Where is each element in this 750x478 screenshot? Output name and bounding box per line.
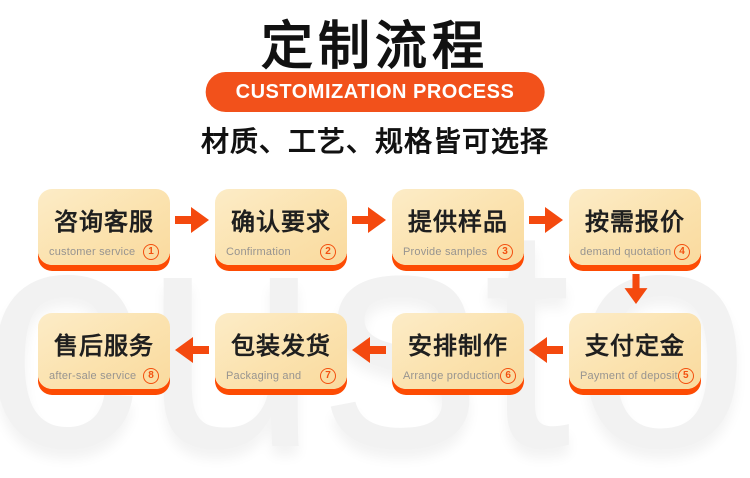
step-number-badge: 4 bbox=[674, 244, 690, 260]
step-subtitle: Arrange production bbox=[403, 370, 501, 382]
step-box-4: 按需报价 demand quotation 4 bbox=[569, 189, 701, 265]
step-subtitle: Packaging and bbox=[226, 370, 302, 382]
step-title: 确认要求 bbox=[231, 209, 331, 236]
step-number-badge: 7 bbox=[320, 368, 336, 384]
step-box-2: 确认要求 Confirmation 2 bbox=[215, 189, 347, 265]
step-number-badge: 6 bbox=[500, 368, 517, 384]
step-title: 支付定金 bbox=[585, 333, 685, 360]
arrow-right-icon bbox=[175, 207, 209, 233]
arrow-left-icon bbox=[352, 337, 386, 363]
step-box-6: 安排制作 Arrange production 6 bbox=[392, 313, 524, 389]
step-subtitle: Provide samples bbox=[403, 246, 488, 258]
title-badge: CUSTOMIZATION PROCESS bbox=[205, 72, 545, 112]
page-subtitle: 材质、工艺、规格皆可选择 bbox=[200, 126, 549, 157]
arrow-right-icon bbox=[352, 207, 386, 233]
step-title: 包装发货 bbox=[231, 333, 331, 360]
step-title: 售后服务 bbox=[54, 333, 154, 360]
step-box-7: 包装发货 Packaging and 7 bbox=[215, 313, 347, 389]
step-box-8: 售后服务 after-sale service 8 bbox=[38, 313, 170, 389]
step-number-badge: 1 bbox=[143, 244, 159, 260]
step-title: 提供样品 bbox=[408, 209, 508, 236]
step-box-5: 支付定金 Payment of deposit 5 bbox=[569, 313, 701, 389]
step-subtitle: Payment of deposit bbox=[580, 370, 678, 382]
step-subtitle: after-sale service bbox=[49, 370, 137, 382]
step-number-badge: 5 bbox=[677, 368, 694, 384]
step-subtitle: Confirmation bbox=[226, 246, 291, 258]
arrow-left-icon bbox=[529, 337, 563, 363]
arrow-left-icon bbox=[175, 337, 209, 363]
arrow-down-icon bbox=[623, 274, 649, 304]
page-title: 定制流程 bbox=[260, 18, 489, 76]
step-subtitle: demand quotation bbox=[580, 246, 672, 258]
step-title: 按需报价 bbox=[585, 209, 685, 236]
step-box-3: 提供样品 Provide samples 3 bbox=[392, 189, 524, 265]
step-number-badge: 2 bbox=[320, 244, 336, 260]
step-title: 安排制作 bbox=[408, 333, 508, 360]
step-title: 咨询客服 bbox=[54, 209, 154, 236]
step-subtitle: customer service bbox=[49, 246, 136, 258]
step-number-badge: 8 bbox=[143, 368, 159, 384]
step-number-badge: 3 bbox=[497, 244, 513, 260]
step-box-1: 咨询客服 customer service 1 bbox=[38, 189, 170, 265]
arrow-right-icon bbox=[529, 207, 563, 233]
